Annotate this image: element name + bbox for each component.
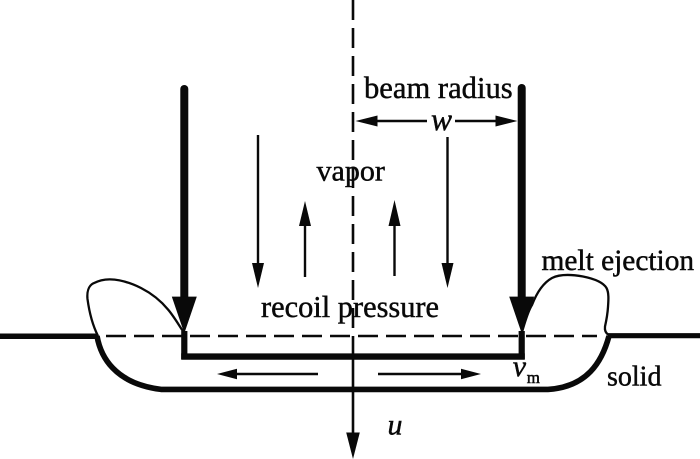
svg-text:m: m [527,368,540,387]
svg-text:melt ejection: melt ejection [542,245,695,277]
svg-text:v: v [513,350,527,383]
svg-text:u: u [388,409,403,442]
svg-text:solid: solid [607,362,661,393]
svg-text:vapor: vapor [317,155,385,188]
svg-text:w: w [431,102,452,137]
svg-text:beam radius: beam radius [364,71,513,105]
svg-text:recoil pressure: recoil pressure [261,290,439,324]
